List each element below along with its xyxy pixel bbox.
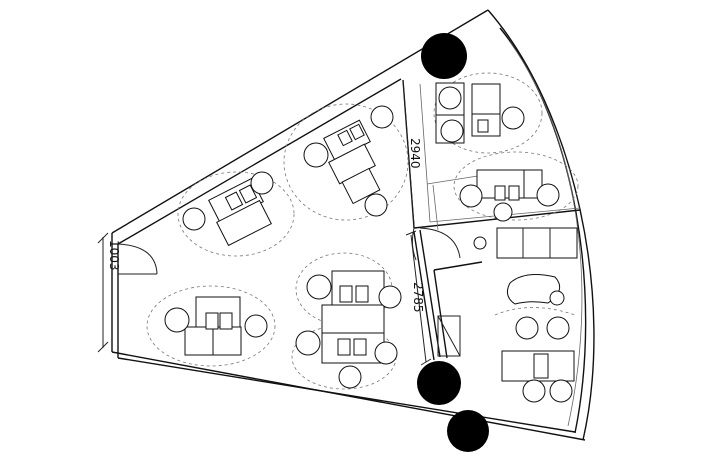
column-middle — [417, 361, 461, 405]
column-top — [421, 33, 467, 79]
dimension-left-width: 1003 — [107, 240, 121, 271]
dimension-lines — [97, 79, 432, 366]
workstation-upper-middle — [283, 103, 409, 221]
workstation-upper-left — [177, 171, 295, 257]
structural-columns — [417, 33, 489, 452]
dimension-lower-partition: 2785 — [411, 282, 425, 313]
workstation-upper-room — [433, 72, 543, 154]
column-bottom — [447, 410, 489, 452]
dimension-upper-partition: 2940 — [408, 138, 422, 169]
workstation-lower-left — [146, 285, 276, 367]
lounge-furniture — [473, 227, 578, 403]
workstation-lower-middle — [291, 252, 402, 390]
door-swings — [117, 227, 461, 275]
workstation-middle-right — [453, 151, 579, 222]
